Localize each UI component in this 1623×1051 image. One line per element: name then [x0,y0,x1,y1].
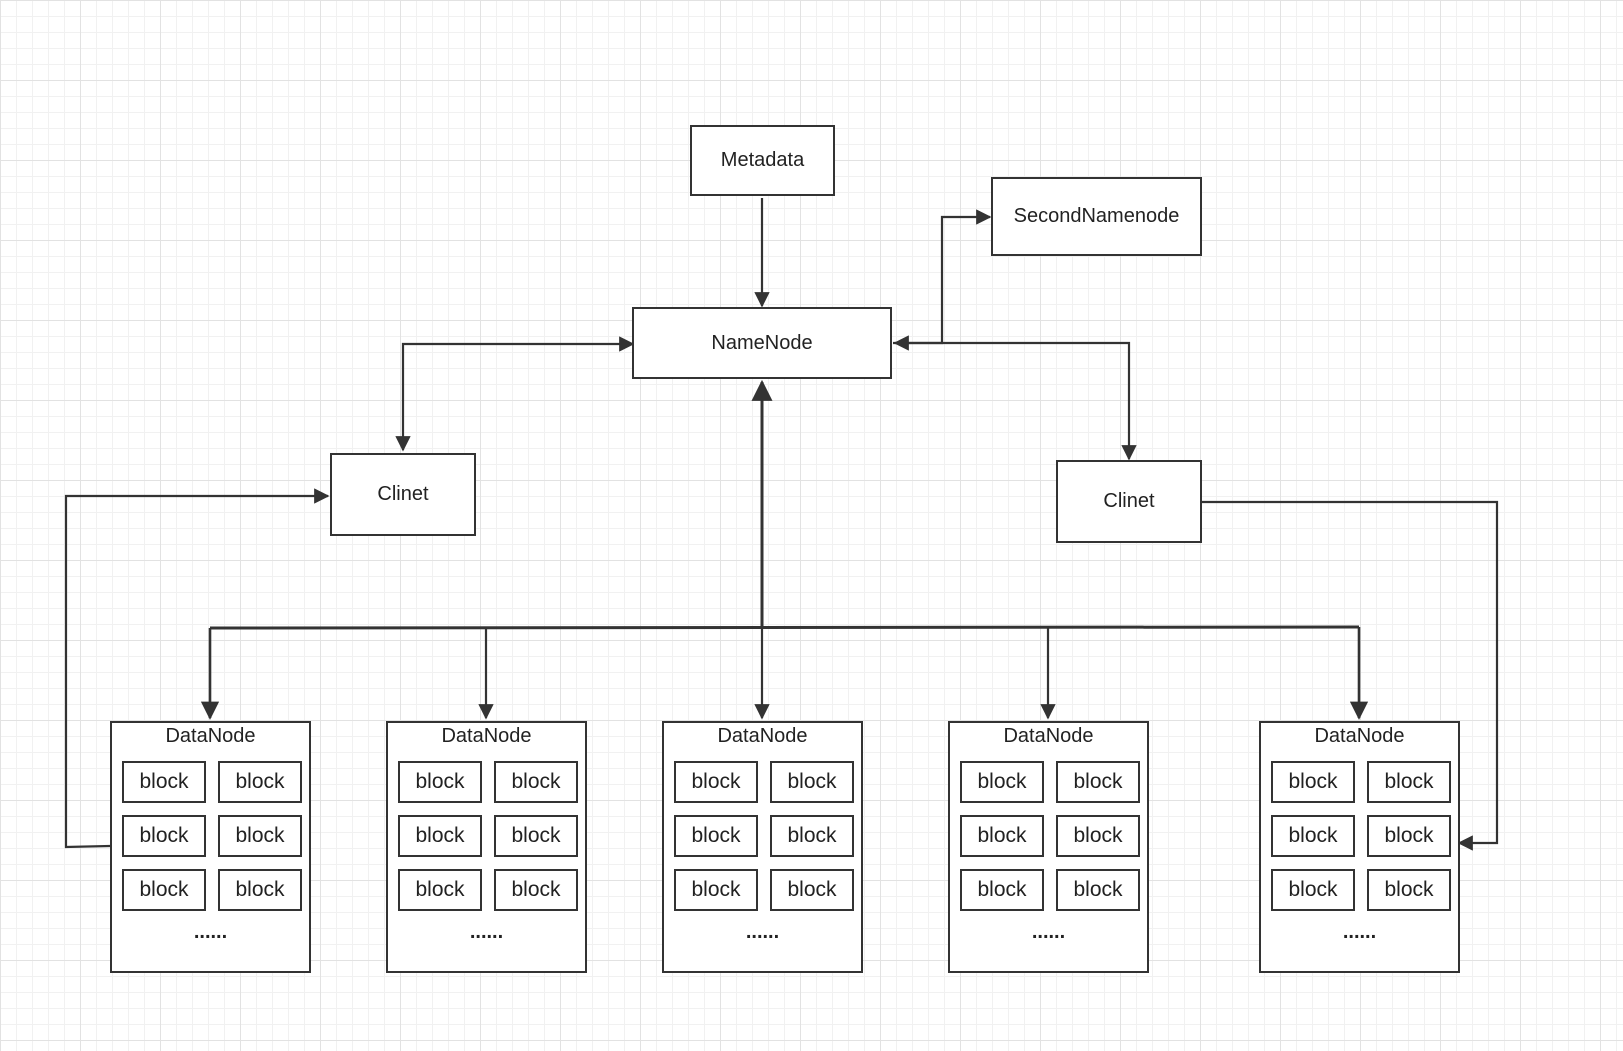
block: block [674,761,758,803]
datanode-2: DataNode block block block block block b… [386,721,587,973]
block: block [494,869,578,911]
more-blocks-ellipsis: ...... [1342,921,1377,943]
metadata-label: Metadata [720,149,805,171]
block: block [1367,869,1451,911]
datanode-title: DataNode [1003,725,1094,747]
datanode-1: DataNode block block block block block b… [110,721,311,973]
block: block [218,869,302,911]
block: block [960,869,1044,911]
metadata-node: Metadata [690,125,835,196]
block: block [674,869,758,911]
block: block [1056,869,1140,911]
client-left-label: Clinet [377,483,429,505]
edge-client-right-datanode5 [1202,500,1499,851]
second-namenode-node: SecondNamenode [991,177,1202,256]
datanode-5: DataNode block block block block block b… [1259,721,1460,973]
block: block [1056,815,1140,857]
block: block [770,761,854,803]
block: block [960,815,1044,857]
namenode-node: NameNode [632,307,892,379]
block: block [122,761,206,803]
block: block [398,815,482,857]
block: block [218,815,302,857]
more-blocks-ellipsis: ...... [469,921,504,943]
datanode-title: DataNode [717,725,808,747]
block: block [1271,815,1355,857]
datanode-title: DataNode [165,725,256,747]
client-left-node: Clinet [330,453,476,536]
block: block [122,869,206,911]
block: block [1271,761,1355,803]
edge-client-right-namenode [943,341,1137,461]
block: block [770,869,854,911]
block: block [398,761,482,803]
client-right-node: Clinet [1056,460,1202,543]
block: block [218,761,302,803]
datanode-3: DataNode block block block block block b… [662,721,863,973]
block: block [674,815,758,857]
datanode-title: DataNode [1314,725,1405,747]
client-right-label: Clinet [1103,490,1155,512]
block: block [960,761,1044,803]
block: block [1271,869,1355,911]
datanode-bus [209,625,1360,630]
block: block [398,869,482,911]
datanode-title: DataNode [441,725,532,747]
block: block [494,815,578,857]
more-blocks-ellipsis: ...... [1031,921,1066,943]
edge-namenode-secondnamenode [893,209,992,345]
edge-datanode1-client-left [64,488,330,849]
edge-client-left-namenode [395,336,635,452]
block: block [494,761,578,803]
block: block [1367,761,1451,803]
more-blocks-ellipsis: ...... [745,921,780,943]
block: block [122,815,206,857]
datanode-4: DataNode block block block block block b… [948,721,1149,973]
block: block [1056,761,1140,803]
block: block [1367,815,1451,857]
namenode-label: NameNode [711,331,813,354]
block: block [770,815,854,857]
second-namenode-label: SecondNamenode [1013,205,1180,227]
more-blocks-ellipsis: ...... [193,921,228,943]
